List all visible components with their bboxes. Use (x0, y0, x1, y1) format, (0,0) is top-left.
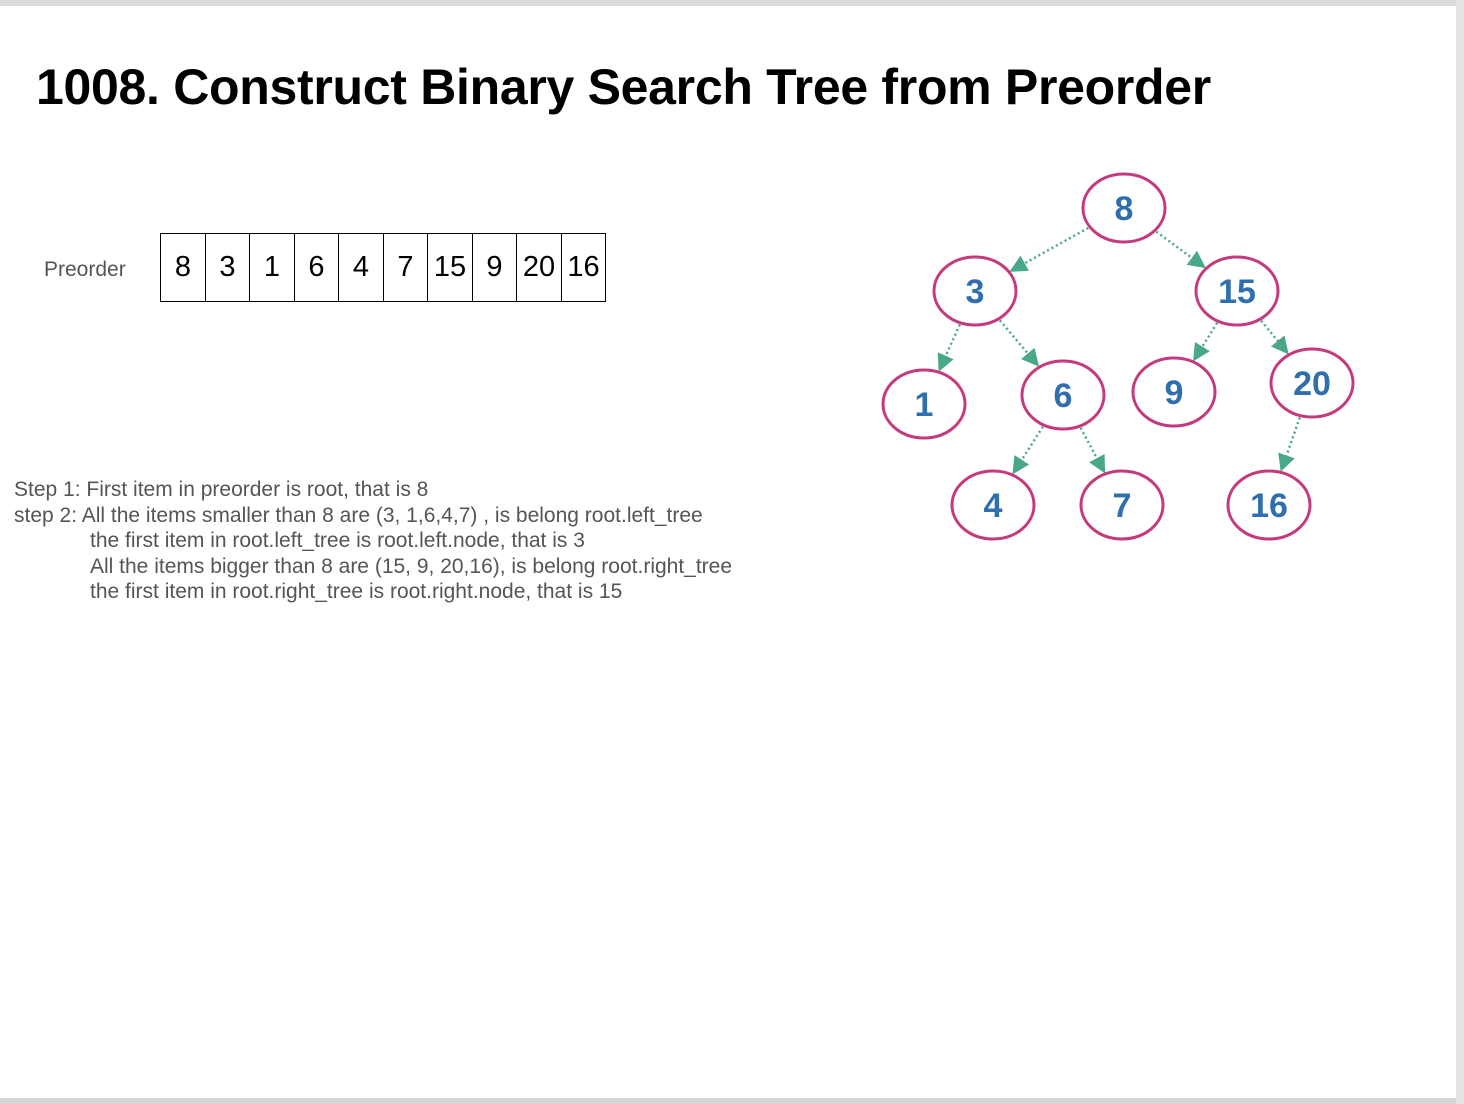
node-circle (881, 368, 967, 440)
step-2-detail: the first item in root.left_tree is root… (90, 529, 585, 553)
edge-3-to-6 (998, 319, 1040, 367)
node-circle (1131, 356, 1217, 428)
edge-15-to-9 (1193, 322, 1219, 362)
node-circle (1226, 469, 1312, 541)
tree-node-4: 4 (950, 469, 1036, 541)
edge-15-to-20 (1260, 319, 1289, 355)
node-label: 1 (915, 386, 934, 424)
array-cell: 3 (206, 234, 250, 301)
edge-6-to-7 (1079, 427, 1106, 474)
step-2-text: step 2: All the items smaller than 8 are… (14, 503, 703, 527)
array-cell: 16 (562, 234, 606, 301)
edge-8-to-15 (1155, 230, 1206, 269)
node-label: 20 (1293, 365, 1331, 403)
node-label: 9 (1165, 374, 1184, 412)
explanation-steps: Step 1: First item in preorder is root, … (14, 477, 732, 605)
tree-edges (937, 226, 1302, 475)
node-circle (1020, 359, 1106, 431)
array-cell: 1 (250, 234, 295, 301)
node-label: 16 (1250, 487, 1288, 525)
edge-6-to-4 (1012, 426, 1044, 475)
tree-node-15: 15 (1194, 255, 1280, 327)
node-circle (1194, 255, 1280, 327)
edge-8-to-3 (1009, 226, 1089, 272)
step-2-detail: the first item in root.right_tree is roo… (90, 580, 623, 604)
tree-node-8: 8 (1081, 172, 1167, 244)
tree-node-1: 1 (881, 368, 967, 440)
node-label: 8 (1115, 190, 1134, 228)
array-cell: 4 (339, 234, 384, 301)
node-label: 3 (966, 273, 985, 311)
step-2-detail: All the items bigger than 8 are (15, 9, … (90, 554, 733, 578)
node-label: 6 (1054, 377, 1073, 415)
node-circle (932, 255, 1018, 327)
tree-node-3: 3 (932, 255, 1018, 327)
array-cell: 7 (384, 234, 428, 301)
node-label: 4 (984, 487, 1003, 525)
preorder-array: 8 3 1 6 4 7 15 9 20 16 (160, 233, 606, 302)
top-border (0, 0, 1464, 6)
node-label: 7 (1113, 487, 1132, 525)
tree-node-16: 16 (1226, 469, 1312, 541)
tree-node-9: 9 (1131, 356, 1217, 428)
array-cell: 15 (428, 234, 473, 301)
node-circle (1269, 347, 1355, 419)
tree-node-7: 7 (1079, 469, 1165, 541)
node-circle (950, 469, 1036, 541)
array-cell: 6 (295, 234, 339, 301)
node-label: 15 (1218, 273, 1256, 311)
preorder-label: Preorder (44, 258, 126, 281)
step-1-text: Step 1: First item in preorder is root, … (14, 478, 429, 501)
node-circle (1081, 172, 1167, 244)
right-border (1456, 0, 1464, 1104)
array-cell: 20 (517, 234, 562, 301)
array-cell: 9 (473, 234, 517, 301)
array-cell: 8 (161, 234, 206, 301)
tree-node-20: 20 (1269, 347, 1355, 419)
page-title: 1008. Construct Binary Search Tree from … (36, 59, 1211, 115)
edge-20-to-16 (1278, 417, 1302, 472)
bottom-border (0, 1098, 1464, 1104)
tree-node-6: 6 (1020, 359, 1106, 431)
edge-3-to-1 (937, 324, 961, 372)
node-circle (1079, 469, 1165, 541)
